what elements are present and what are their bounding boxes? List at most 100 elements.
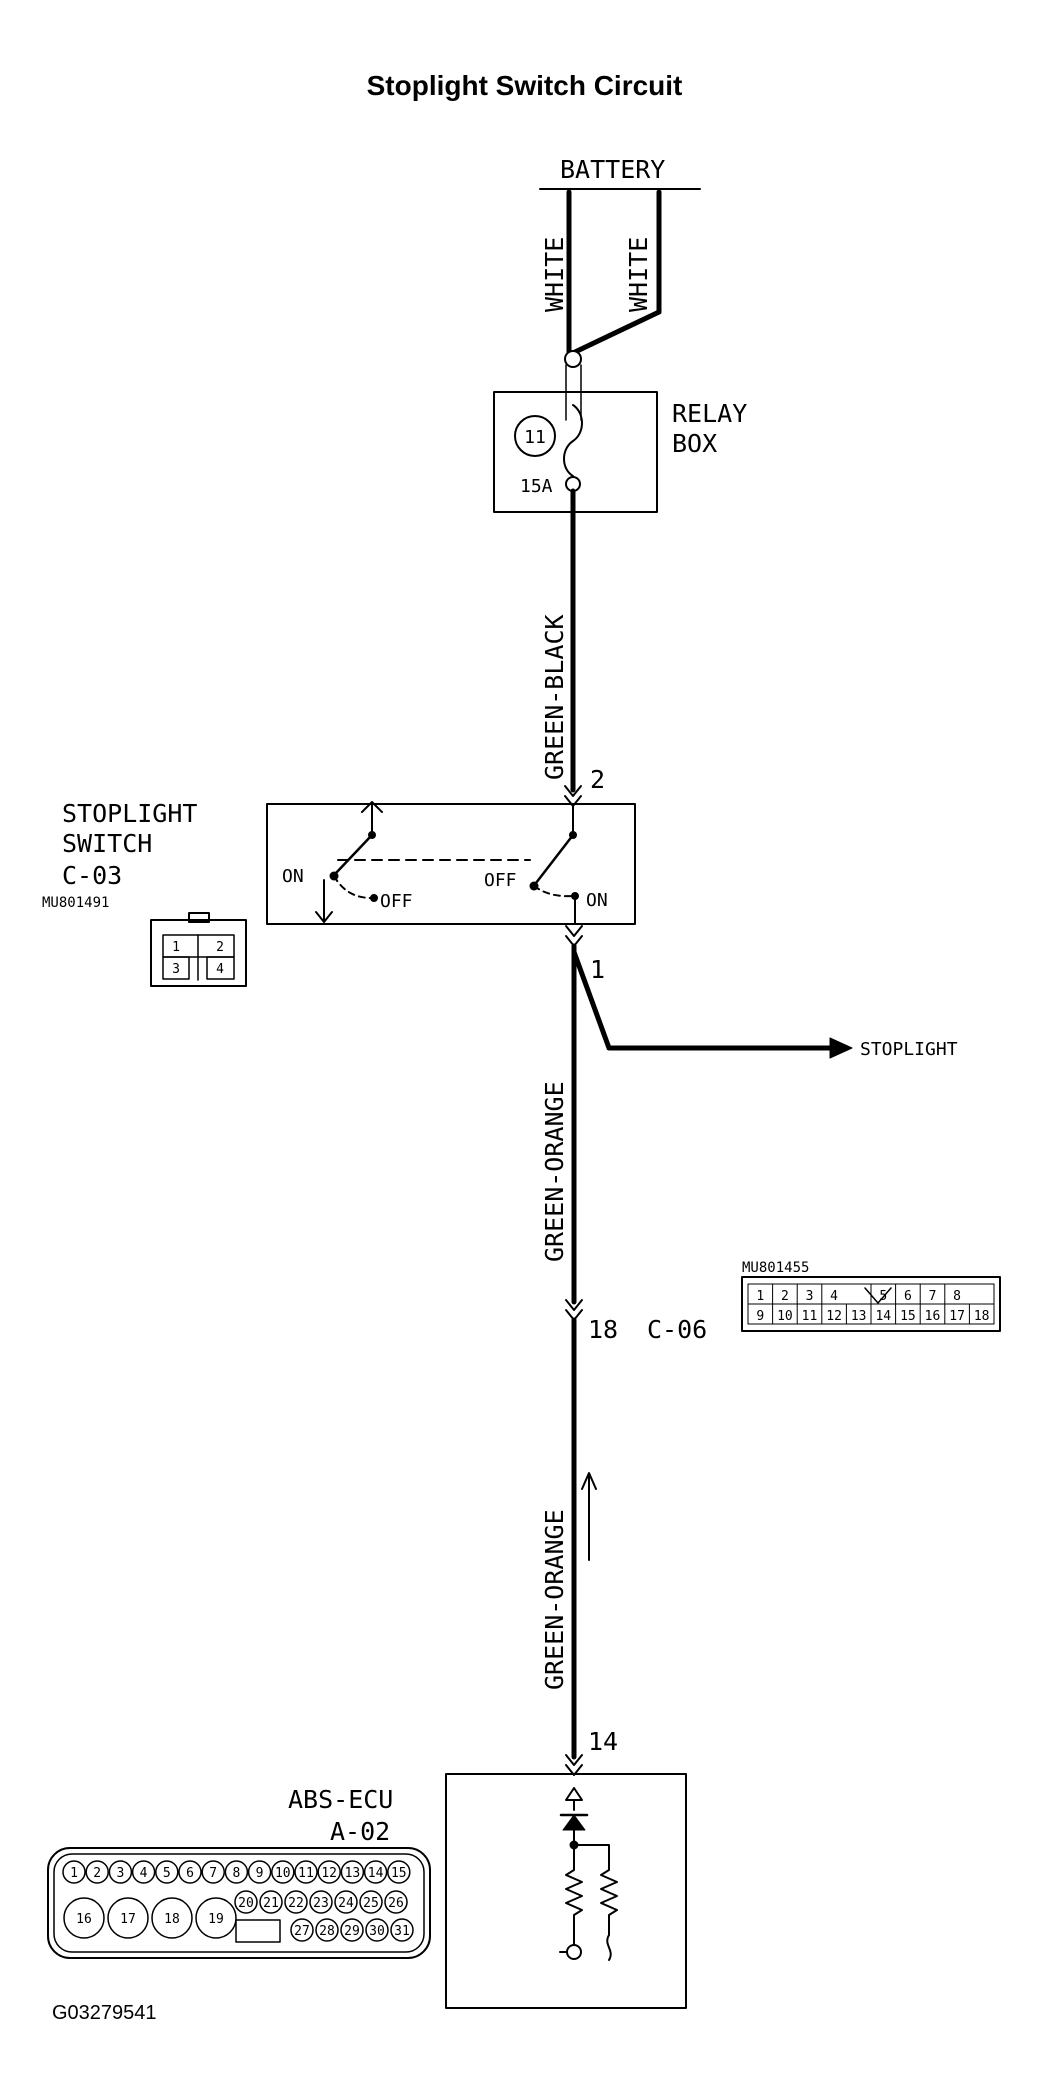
c06-pin-9: 9 <box>756 1309 764 1324</box>
a02-pin-socket <box>85 1860 109 1884</box>
a02-pin-24: 24 <box>338 1896 354 1911</box>
switch-right-on-contact <box>571 892 579 900</box>
c03-part-number: MU801491 <box>42 895 109 911</box>
a02-pin-socket <box>271 1860 295 1884</box>
switch-left-upper-lead <box>361 801 383 836</box>
fuse-rating-label: 15A <box>520 476 553 497</box>
a02-pin-socket <box>390 1918 414 1942</box>
c06-pin-2: 2 <box>781 1289 789 1304</box>
c06-key-mark <box>864 1287 892 1304</box>
c03-pin-3: 3 <box>172 962 180 977</box>
a02-pin-1: 1 <box>70 1866 78 1881</box>
relay-box-label-line2: BOX <box>672 429 717 458</box>
c06-pin-17: 17 <box>949 1309 965 1324</box>
stoplight-branch-wire <box>571 949 833 1051</box>
abs-ecu-connector-label: A-02 <box>330 1817 390 1846</box>
fuse-upper-terminal <box>564 350 582 368</box>
diagram-title: Stoplight Switch Circuit <box>366 70 683 101</box>
a02-pin-socket <box>317 1860 341 1884</box>
green-black-wire-label: GREEN-BLACK <box>540 614 569 780</box>
a02-pin-3: 3 <box>116 1866 124 1881</box>
a02-pin-socket <box>387 1860 411 1884</box>
a02-pin-socket <box>224 1860 249 1884</box>
a02-pin-21: 21 <box>263 1896 279 1911</box>
a02-pin-14: 14 <box>368 1866 384 1881</box>
switch-pin1-label: 1 <box>590 955 605 984</box>
a02-pin-socket <box>108 1860 133 1884</box>
a02-pin-22: 22 <box>288 1896 304 1911</box>
a02-pin-socket <box>155 1860 179 1884</box>
a02-pin-31: 31 <box>394 1924 410 1939</box>
stoplight-switch-label-line2: SWITCH <box>62 829 152 858</box>
a02-pin-socket <box>334 1890 358 1914</box>
c03-pin-2: 2 <box>216 940 224 955</box>
white-wire-left-label: WHITE <box>540 237 569 312</box>
junction-connector-label: C-06 <box>647 1315 707 1344</box>
switch-left-off-contact <box>370 894 378 902</box>
a02-pin-26: 26 <box>388 1896 404 1911</box>
green-orange-lower-label: GREEN-ORANGE <box>540 1509 569 1690</box>
a02-large-pin-socket <box>195 1897 237 1939</box>
a02-pin-socket <box>247 1860 272 1884</box>
a02-large-pin-socket <box>151 1897 193 1939</box>
c03-connector-face <box>150 919 247 987</box>
a02-pin-28: 28 <box>319 1924 335 1939</box>
stoplight-switch-connector-label: C-03 <box>62 861 122 890</box>
ecu-pin-label: 14 <box>588 1727 618 1756</box>
a02-pin-20: 20 <box>238 1896 254 1911</box>
a02-large-pin-socket <box>107 1897 149 1939</box>
a02-pin-socket <box>294 1860 318 1884</box>
c06-pin-16: 16 <box>925 1309 941 1324</box>
a02-pin-11: 11 <box>298 1866 314 1881</box>
c06-part-number: MU801455 <box>742 1260 809 1276</box>
a02-pin-30: 30 <box>369 1924 385 1939</box>
c03-pin-4: 4 <box>216 962 224 977</box>
fuse-number-circle <box>514 415 556 457</box>
c06-pin-4: 4 <box>830 1289 838 1304</box>
a02-pin-socket <box>234 1890 258 1914</box>
stoplight-arrow <box>829 1037 853 1059</box>
c06-pin-14: 14 <box>875 1309 891 1324</box>
ecu-input-triangle <box>565 1787 583 1801</box>
c03-pin-3-cell <box>162 956 190 980</box>
switch-right-blade <box>534 833 575 885</box>
a02-pin-23: 23 <box>313 1896 329 1911</box>
ecu-signal-ground <box>606 1934 612 1961</box>
switch-left-off-label: OFF <box>380 891 413 912</box>
switch-left-blade <box>334 833 374 875</box>
junction-pin-label: 18 <box>588 1315 618 1344</box>
fuse-number-label: 11 <box>524 427 546 448</box>
a02-pin-socket <box>131 1860 156 1884</box>
a02-pin-29: 29 <box>344 1924 360 1939</box>
a02-pin-5: 5 <box>163 1866 171 1881</box>
switch-left-on-label: ON <box>282 866 304 887</box>
figure-id: G03279541 <box>52 2002 157 2024</box>
a02-pin-2: 2 <box>93 1866 101 1881</box>
a02-pin-12: 12 <box>321 1866 337 1881</box>
ecu-ground-terminal <box>566 1944 582 1960</box>
ecu-resistor-left <box>565 1844 583 1946</box>
a02-pin-socket <box>290 1918 314 1942</box>
a02-pin-15: 15 <box>391 1866 407 1881</box>
a02-pin-10: 10 <box>275 1866 291 1881</box>
white-wire-right-diagonal <box>572 309 662 355</box>
c06-pin-8: 8 <box>953 1289 961 1304</box>
c03-connector-lock <box>188 912 210 923</box>
c06-pin-6: 6 <box>904 1289 912 1304</box>
switch-left-lower-lead <box>315 879 333 923</box>
a02-pin-socket <box>340 1860 365 1884</box>
a02-pin-socket <box>340 1918 364 1942</box>
switch-right-off-label: OFF <box>484 870 517 891</box>
a02-pin-16: 16 <box>76 1912 92 1927</box>
c06-pin-5: 5 <box>879 1289 887 1304</box>
c06-pin-12: 12 <box>826 1309 842 1324</box>
a02-pin-socket <box>284 1890 308 1914</box>
a02-connector-inner <box>53 1853 425 1953</box>
a02-pin-18: 18 <box>164 1912 180 1927</box>
a02-pin-6: 6 <box>186 1866 194 1881</box>
c03-pin-4-cell <box>206 956 235 980</box>
a02-large-pin-socket <box>63 1897 105 1939</box>
battery-label: BATTERY <box>560 155 665 184</box>
